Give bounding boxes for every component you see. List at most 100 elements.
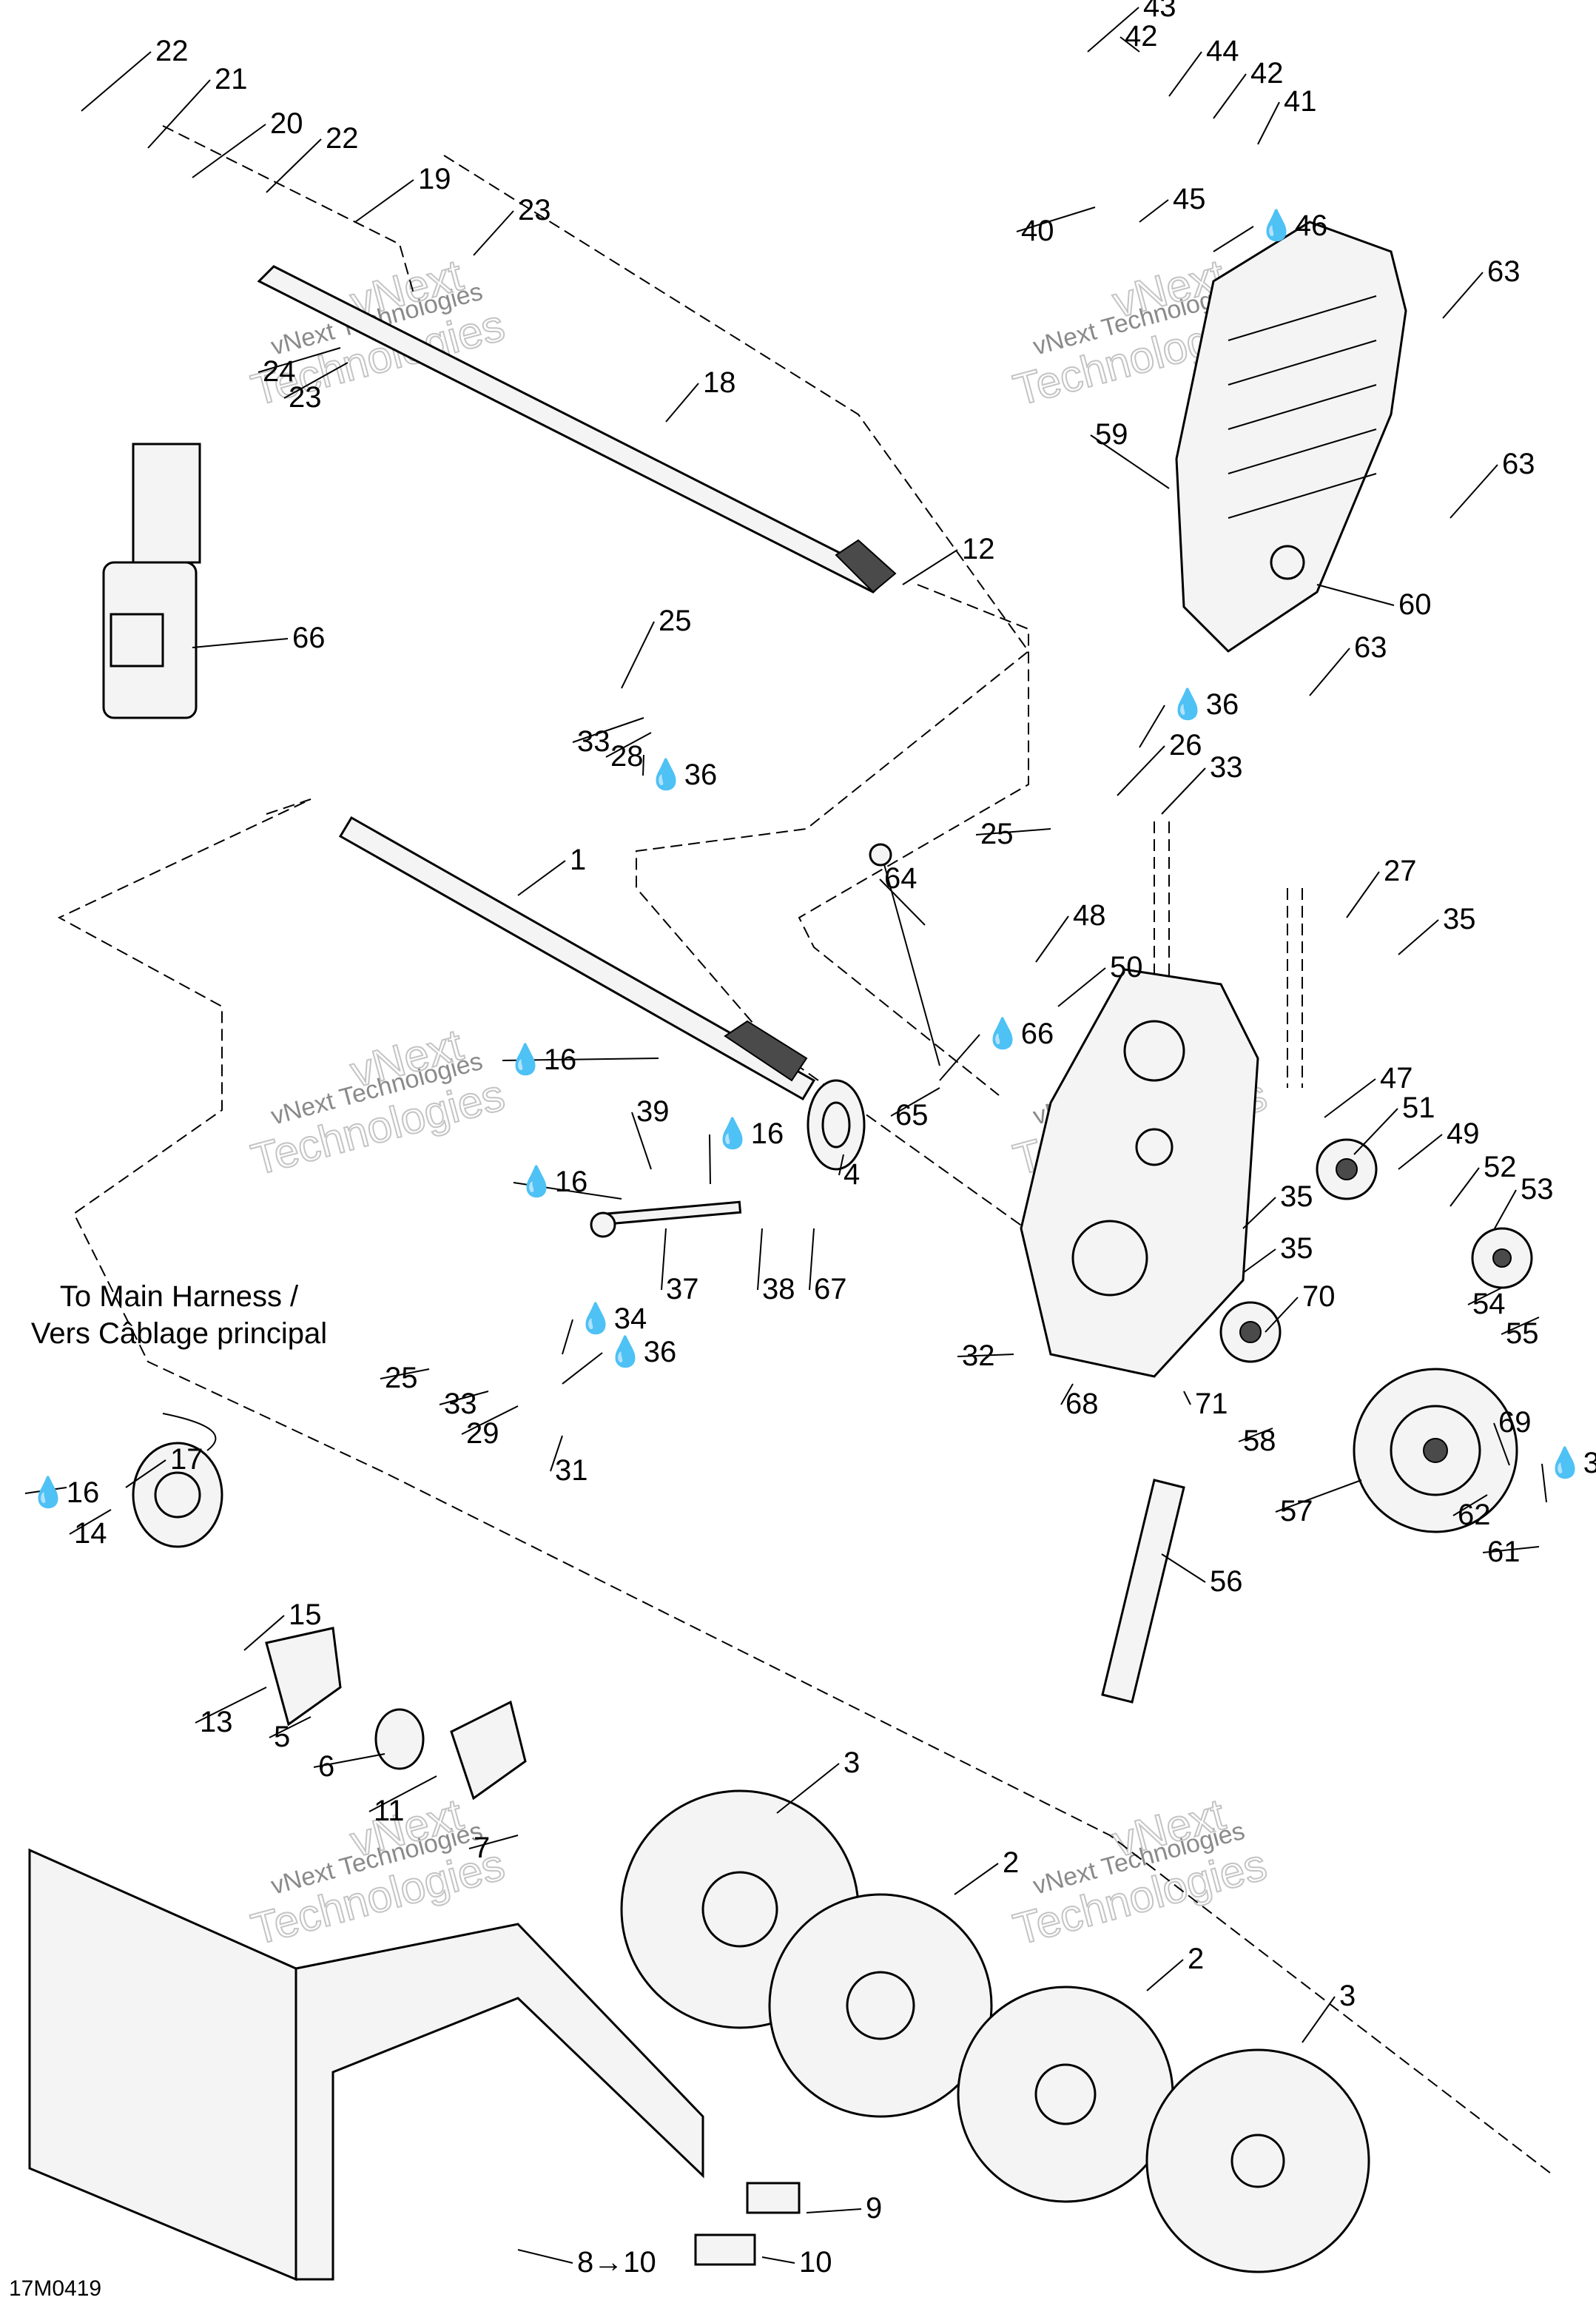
callout-number: 💧34 bbox=[577, 1301, 647, 1335]
callout: 💧46 bbox=[1213, 208, 1327, 252]
callout-leader bbox=[1449, 1167, 1480, 1207]
callout-leader bbox=[665, 383, 699, 423]
callout: 12 bbox=[902, 533, 995, 585]
callout-leader bbox=[809, 1228, 815, 1291]
callout-leader bbox=[661, 1228, 667, 1291]
callout-leader bbox=[81, 51, 152, 112]
callout-number: 45 bbox=[1173, 183, 1206, 215]
drive-wheel-3 bbox=[1145, 2048, 1370, 2273]
callout-leader bbox=[195, 1687, 267, 1724]
callout: 40 bbox=[1016, 206, 1096, 247]
callout-number: 41 bbox=[1284, 85, 1317, 118]
callout: 65 bbox=[890, 1087, 940, 1132]
callout-leader bbox=[1316, 584, 1395, 606]
callout: 67 bbox=[809, 1228, 847, 1305]
callout: 35 bbox=[1398, 903, 1476, 955]
bearing-70 bbox=[1219, 1301, 1282, 1363]
callout-number: 💧30 bbox=[1546, 1445, 1596, 1479]
callout: 9 bbox=[806, 2192, 882, 2225]
callout: 23 bbox=[473, 194, 551, 256]
callout-leader bbox=[1016, 206, 1096, 232]
dipstick-64 bbox=[869, 843, 940, 1066]
harness-note: To Main Harness / Vers Câblage principal bbox=[31, 1280, 327, 1350]
callout-number: 54 bbox=[1472, 1288, 1506, 1320]
callout-leader bbox=[1449, 464, 1498, 519]
callout-number: 3 bbox=[844, 1746, 860, 1779]
callout: 💧16 bbox=[502, 1042, 659, 1076]
harness-note-line-2: Vers Câblage principal bbox=[31, 1317, 327, 1350]
callout-leader bbox=[269, 1716, 312, 1738]
callout: 💧30 bbox=[1541, 1445, 1596, 1503]
shaft-18 bbox=[257, 265, 897, 594]
callout-leader bbox=[1146, 1959, 1184, 1991]
callout: 70 bbox=[1265, 1280, 1336, 1333]
callout-leader bbox=[1035, 915, 1069, 963]
callout-number: 61 bbox=[1487, 1536, 1521, 1568]
callout-number: 7 bbox=[474, 1832, 490, 1864]
callout-leader bbox=[1213, 226, 1254, 252]
callout: 18 bbox=[665, 366, 736, 423]
callout: 23 bbox=[283, 362, 349, 414]
callout-leader bbox=[572, 717, 644, 743]
callout-leader bbox=[125, 1459, 166, 1488]
callout-leader bbox=[517, 860, 566, 896]
callout: 6 bbox=[313, 1750, 385, 1783]
callout-leader bbox=[1139, 199, 1169, 223]
callout-number: 💧36 bbox=[607, 1334, 676, 1368]
callout-leader bbox=[1139, 705, 1165, 748]
callout-leader bbox=[550, 1435, 563, 1472]
callout-number: 71 bbox=[1195, 1388, 1228, 1420]
callout: 20 bbox=[192, 107, 303, 178]
callout-number: 42 bbox=[1125, 20, 1158, 53]
callout-number: 19 bbox=[418, 163, 451, 195]
callout-number: 33 bbox=[1210, 751, 1243, 784]
callout-leader bbox=[806, 2208, 862, 2213]
callout: 10 bbox=[761, 2246, 832, 2279]
callout-leader bbox=[1467, 1287, 1503, 1305]
callout-leader bbox=[192, 124, 266, 178]
callout: 💧16 bbox=[24, 1475, 99, 1509]
slider-10 bbox=[694, 2233, 756, 2266]
callout: 25 bbox=[621, 605, 692, 689]
callout: 47 bbox=[1324, 1062, 1413, 1118]
callout-number: 15 bbox=[289, 1598, 322, 1631]
callout-leader bbox=[1482, 1546, 1540, 1553]
callout-number: 25 bbox=[385, 1362, 418, 1394]
callout-number: 2 bbox=[1188, 1943, 1204, 1975]
callout-leader bbox=[1161, 1553, 1206, 1583]
callout: 71 bbox=[1183, 1388, 1228, 1420]
callout-number: 33 bbox=[444, 1388, 477, 1420]
callout-leader bbox=[902, 549, 958, 585]
speed-sensor-17 bbox=[132, 1413, 223, 1548]
callout-number: 13 bbox=[200, 1706, 233, 1738]
callout-leader bbox=[1119, 36, 1140, 53]
bearing-6 bbox=[374, 1708, 425, 1770]
callout: 63 bbox=[1442, 255, 1521, 319]
callout-number: 56 bbox=[1210, 1565, 1243, 1598]
callout-number: 67 bbox=[814, 1273, 847, 1305]
housing-13 bbox=[265, 1627, 342, 1727]
callout-leader bbox=[1117, 745, 1165, 796]
callout-leader bbox=[954, 1863, 999, 1895]
callout-number: 59 bbox=[1095, 418, 1128, 451]
callout: 💧16 bbox=[513, 1164, 622, 1200]
callout: 33 bbox=[1161, 751, 1243, 815]
callout-number: 62 bbox=[1458, 1499, 1491, 1531]
callout-number: 18 bbox=[703, 366, 736, 399]
callout: 29 bbox=[461, 1405, 519, 1450]
callout-leader bbox=[1090, 434, 1170, 489]
bolt-37 bbox=[590, 1200, 742, 1238]
slider-9 bbox=[746, 2182, 801, 2214]
callout: 13 bbox=[195, 1687, 267, 1738]
callout-number: 35 bbox=[1280, 1232, 1313, 1265]
callout-leader bbox=[975, 828, 1051, 836]
callout: 61 bbox=[1482, 1536, 1540, 1568]
callout-number: 43 bbox=[1143, 0, 1176, 23]
callout-number: 65 bbox=[895, 1099, 929, 1132]
callout-leader bbox=[1161, 767, 1206, 815]
callout: 50 bbox=[1057, 951, 1143, 1007]
callout-leader bbox=[605, 732, 652, 758]
callout-number: 11 bbox=[374, 1795, 405, 1827]
callout: 28 bbox=[605, 732, 652, 773]
callout-leader bbox=[1442, 272, 1484, 319]
